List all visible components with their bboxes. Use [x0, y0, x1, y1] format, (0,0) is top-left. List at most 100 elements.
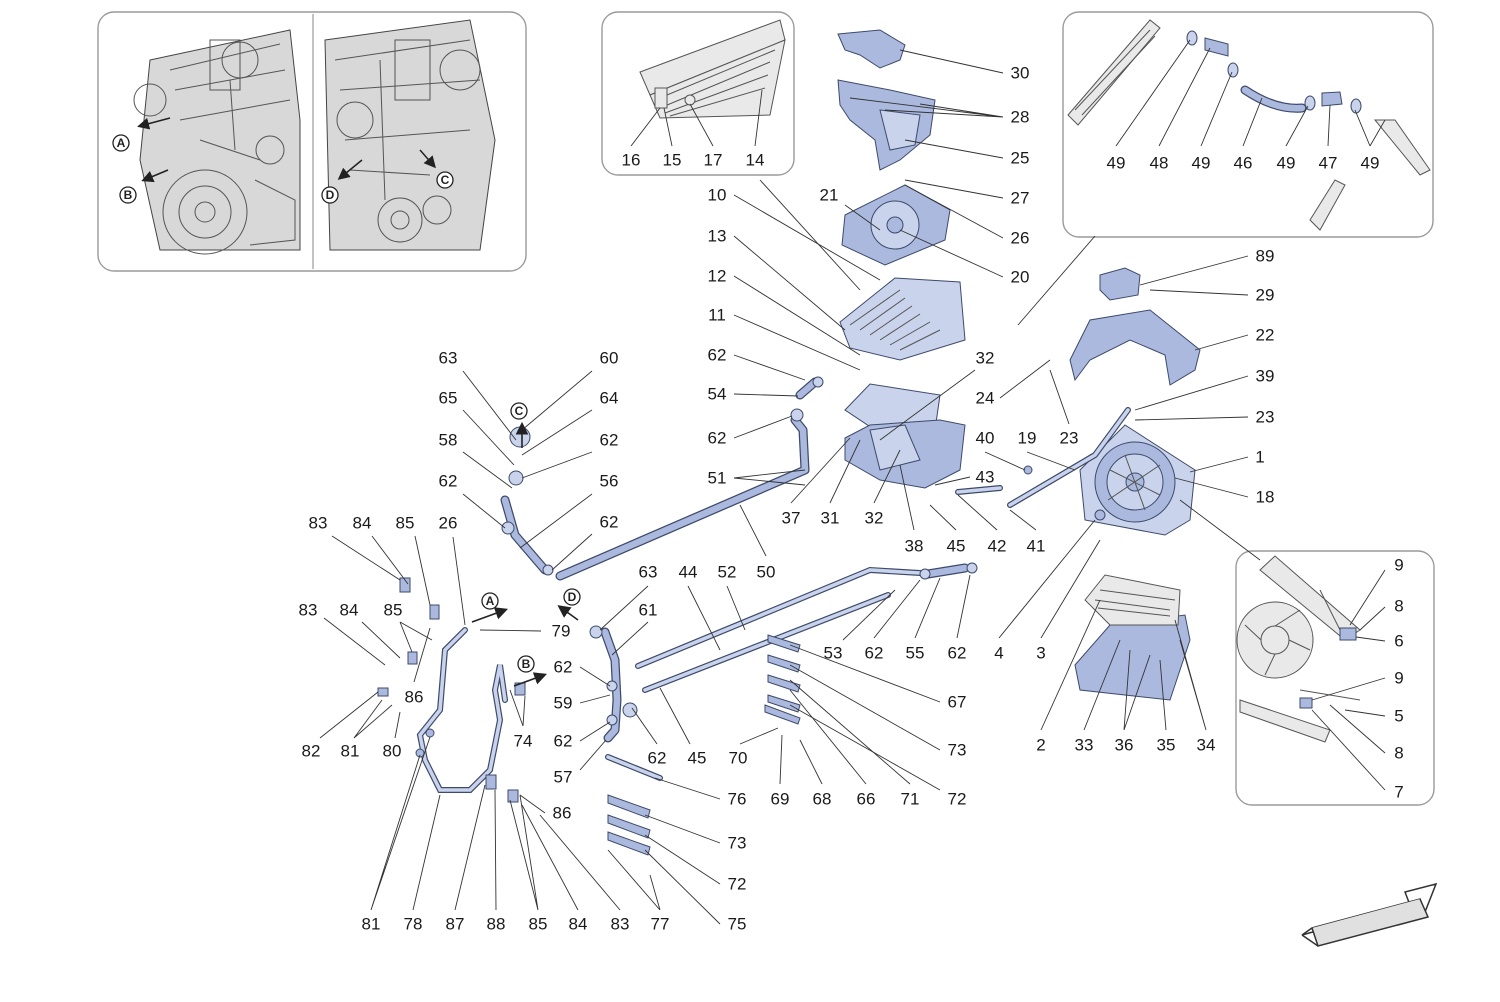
callout-32: 32 [865, 509, 884, 528]
callout-35: 35 [1157, 736, 1176, 755]
callout-72: 72 [728, 875, 747, 894]
callout-36: 36 [1115, 736, 1134, 755]
callout-50: 50 [757, 563, 776, 582]
callout-62: 62 [439, 472, 458, 491]
callout-83: 83 [611, 915, 630, 934]
callout-55: 55 [906, 644, 925, 663]
callout-47: 47 [1319, 154, 1338, 173]
callout-4: 4 [994, 644, 1003, 663]
callout-37: 37 [782, 509, 801, 528]
callout-62: 62 [708, 346, 727, 365]
callout-20: 20 [1011, 268, 1030, 287]
callout-1: 1 [1255, 448, 1264, 467]
callout-43: 43 [976, 468, 995, 487]
callout-72: 72 [948, 790, 967, 809]
callout-60: 60 [600, 349, 619, 368]
callout-83: 83 [309, 514, 328, 533]
callout-75: 75 [728, 915, 747, 934]
callout-28: 28 [1011, 108, 1030, 127]
view-marker-d: D [321, 186, 339, 204]
view-marker-c: C [436, 171, 454, 189]
callout-74: 74 [514, 732, 533, 751]
callout-81: 81 [362, 915, 381, 934]
callout-67: 67 [948, 693, 967, 712]
radiator-assembly [837, 29, 1201, 701]
callout-79: 79 [552, 622, 571, 641]
view-marker-label: B [522, 657, 531, 671]
view-marker-a: A [112, 134, 130, 152]
callout-9: 9 [1394, 669, 1403, 688]
view-marker-circle [481, 592, 499, 610]
callout-87: 87 [446, 915, 465, 934]
callout-84: 84 [569, 915, 588, 934]
engine-view-left [133, 29, 301, 255]
callout-62: 62 [648, 749, 667, 768]
callout-10: 10 [708, 186, 727, 205]
callout-78: 78 [404, 915, 423, 934]
callout-62: 62 [948, 644, 967, 663]
callout-69: 69 [771, 790, 790, 809]
callout-17: 17 [704, 151, 723, 170]
callout-52: 52 [718, 563, 737, 582]
callout-46: 46 [1234, 154, 1253, 173]
callout-53: 53 [824, 644, 843, 663]
callout-68: 68 [813, 790, 832, 809]
callout-85: 85 [529, 915, 548, 934]
callout-42: 42 [988, 537, 1007, 556]
callout-86: 86 [553, 804, 572, 823]
callout-80: 80 [383, 742, 402, 761]
callout-62: 62 [554, 732, 573, 751]
callout-23: 23 [1060, 429, 1079, 448]
callout-59: 59 [554, 694, 573, 713]
callout-11: 11 [708, 306, 726, 325]
callout-62: 62 [865, 644, 884, 663]
view-marker-circle [510, 402, 528, 420]
view-marker-label: D [568, 590, 577, 604]
flow-arrows [471, 421, 579, 687]
callout-32: 32 [976, 349, 995, 368]
callout-82: 82 [302, 742, 321, 761]
callout-7: 7 [1394, 783, 1403, 802]
callout-73: 73 [948, 741, 967, 760]
callout-63: 63 [439, 349, 458, 368]
view-marker-label: A [117, 136, 126, 150]
callout-62: 62 [600, 431, 619, 450]
coolant-pipes [416, 377, 1131, 793]
callout-22: 22 [1256, 326, 1275, 345]
callout-86: 86 [405, 688, 424, 707]
callout-89: 89 [1256, 247, 1275, 266]
callout-85: 85 [396, 514, 415, 533]
callout-27: 27 [1011, 189, 1030, 208]
engine-view-right [324, 19, 496, 251]
callout-41: 41 [1027, 537, 1046, 556]
view-marker-circle [436, 171, 454, 189]
callout-45: 45 [947, 537, 966, 556]
callout-71: 71 [901, 790, 920, 809]
callout-33: 33 [1075, 736, 1094, 755]
hose-detail-panel [1062, 11, 1434, 238]
engine-detail-panel [97, 11, 527, 272]
callout-83: 83 [299, 601, 318, 620]
view-marker-circle [517, 655, 535, 673]
callout-19: 19 [1018, 429, 1037, 448]
view-marker-d: D [563, 588, 581, 606]
callout-38: 38 [905, 537, 924, 556]
view-marker-circle [321, 186, 339, 204]
callout-3: 3 [1036, 644, 1045, 663]
callout-61: 61 [639, 601, 658, 620]
callout-18: 18 [1256, 488, 1275, 507]
callout-62: 62 [708, 429, 727, 448]
callout-63: 63 [639, 563, 658, 582]
callout-15: 15 [663, 151, 682, 170]
callout-84: 84 [353, 514, 372, 533]
callout-73: 73 [728, 834, 747, 853]
callout-88: 88 [487, 915, 506, 934]
fan-detail-panel [1235, 550, 1435, 806]
view-marker-circle [119, 186, 137, 204]
leader-lines [319, 49, 1261, 925]
view-marker-label: C [515, 404, 524, 418]
view-marker-circle [112, 134, 130, 152]
